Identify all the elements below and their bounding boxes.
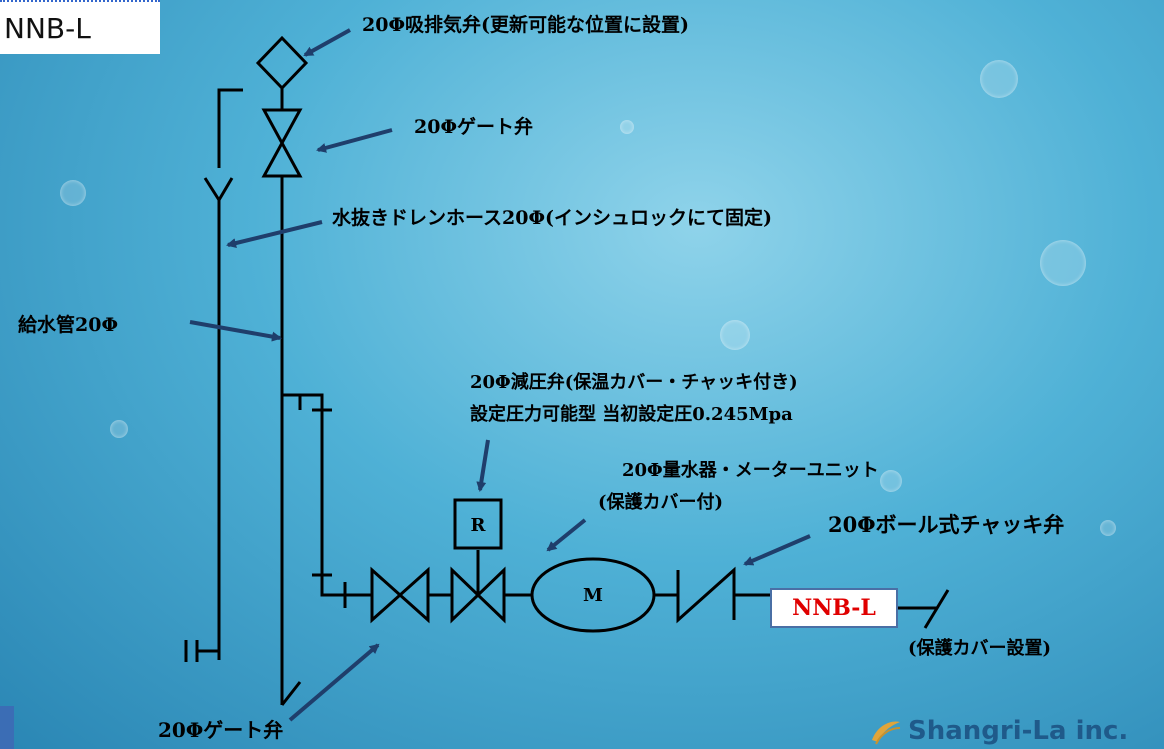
label-meter-line2: (保護カバー付) [598, 492, 724, 513]
arrow-gate-top [316, 128, 393, 153]
label-gate-valve-bottom: 20Φゲート弁 [158, 718, 284, 742]
gate-valve-top-symbol [261, 108, 303, 178]
prv-box [453, 498, 503, 550]
bubble [1100, 520, 1116, 536]
meter-letter: M [583, 585, 603, 606]
logo-swirl-icon [872, 721, 901, 744]
bubble [60, 180, 86, 206]
air-valve-symbol [255, 35, 309, 91]
branch-loop [282, 393, 345, 597]
supply-pipe-bottom [280, 681, 302, 706]
prv-letter: R [471, 515, 487, 536]
title-tag: NNB-L [0, 0, 160, 54]
bubble [720, 320, 750, 350]
arrow-prv [476, 439, 490, 492]
label-cover: (保護カバー設置) [908, 638, 1052, 659]
check-valve-symbol [676, 566, 736, 624]
label-check-valve: 20Φボール式チャッキ弁 [828, 512, 1065, 537]
bubble [1040, 240, 1086, 286]
arrow-meter [546, 518, 587, 552]
corner-tab [0, 706, 14, 749]
drain-bottom-fitting [184, 640, 219, 662]
company-logo: Shangri-La inc. [868, 712, 1164, 749]
prv-valve-symbol [450, 566, 506, 624]
bubble [880, 470, 902, 492]
gate-valve-bottom-symbol [370, 566, 430, 624]
label-air-valve: 20Φ吸排気弁(更新可能な位置に設置) [362, 14, 689, 36]
arrow-check [743, 534, 811, 566]
product-box: NNB-L [770, 588, 898, 628]
logo-text: Shangri-La inc. [908, 715, 1129, 746]
arrow-air-valve [303, 28, 351, 57]
drain-hook [203, 88, 243, 201]
label-prv-line2: 設定圧力可能型 当初設定圧0.245Mpa [470, 404, 793, 425]
bubble [620, 120, 634, 134]
label-gate-valve-top: 20Φゲート弁 [414, 116, 533, 138]
bubble [110, 420, 128, 438]
arrow-supply-pipe [189, 320, 282, 342]
label-supply-pipe: 給水管20Φ [18, 314, 118, 336]
arrow-drain-hose [226, 220, 323, 248]
bubble [980, 60, 1018, 98]
label-drain-hose: 水抜きドレンホース20Φ(インシュロックにて固定) [332, 207, 773, 229]
arrow-gate-bottom [288, 643, 380, 722]
label-prv-line1: 20Φ減圧弁(保温カバー・チャッキ付き) [470, 372, 798, 393]
label-meter-line1: 20Φ量水器・メーターユニット [622, 460, 879, 481]
